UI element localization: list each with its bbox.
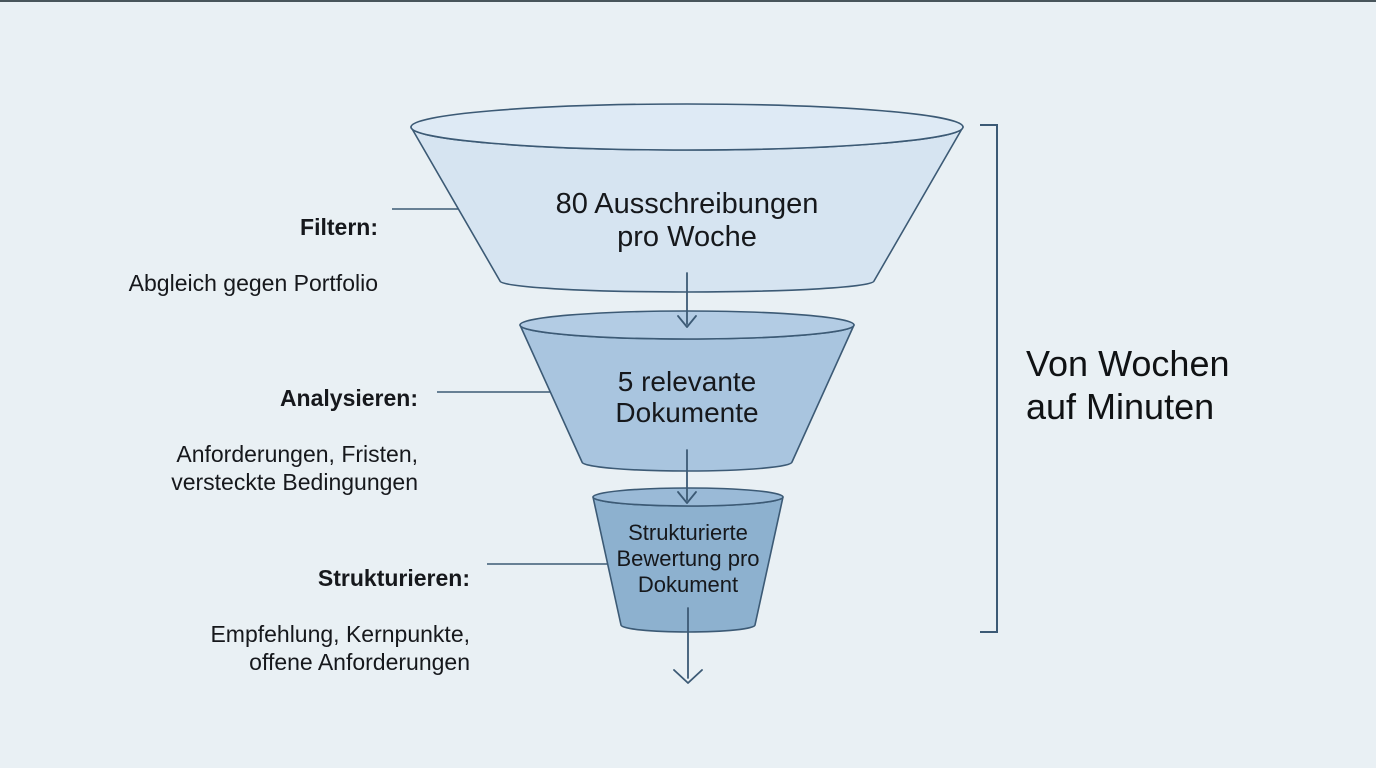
funnel-stage-3-rim xyxy=(592,487,784,507)
stage-1-value: 80 Ausschreibungen pro Woche xyxy=(555,188,819,253)
stage-1-side-label: Filtern: Abgleich gegen Portfolio xyxy=(129,185,378,325)
timeline-bracket xyxy=(980,124,998,633)
flow-arrow-3 xyxy=(673,607,703,684)
stage-3-heading: Strukturieren: xyxy=(317,565,470,591)
stage-1-detail: Abgleich gegen Portfolio xyxy=(128,270,378,296)
flow-arrow-2 xyxy=(677,449,697,504)
stage-1-heading: Filtern: xyxy=(300,214,378,240)
stage-2-detail: Anforderungen, Fristen, versteckte Bedin… xyxy=(171,441,418,495)
stage-3-side-label: Strukturieren: Empfehlung, Kernpunkte, o… xyxy=(210,536,470,704)
funnel-stage-1-rim xyxy=(410,103,964,151)
flow-arrow-1 xyxy=(677,272,697,328)
stage-3-detail: Empfehlung, Kernpunkte, offene Anforderu… xyxy=(210,621,470,675)
summary-label: Von Wochen auf Minuten xyxy=(1026,343,1230,427)
stage-2-heading: Analysieren: xyxy=(279,385,418,411)
stage-3-value: Strukturierte Bewertung pro Dokument xyxy=(616,520,760,597)
stage-2-value: 5 relevante Dokumente xyxy=(615,366,759,428)
top-edge-line xyxy=(0,0,1376,2)
stage-2-side-label: Analysieren: Anforderungen, Fristen, ver… xyxy=(171,356,418,524)
